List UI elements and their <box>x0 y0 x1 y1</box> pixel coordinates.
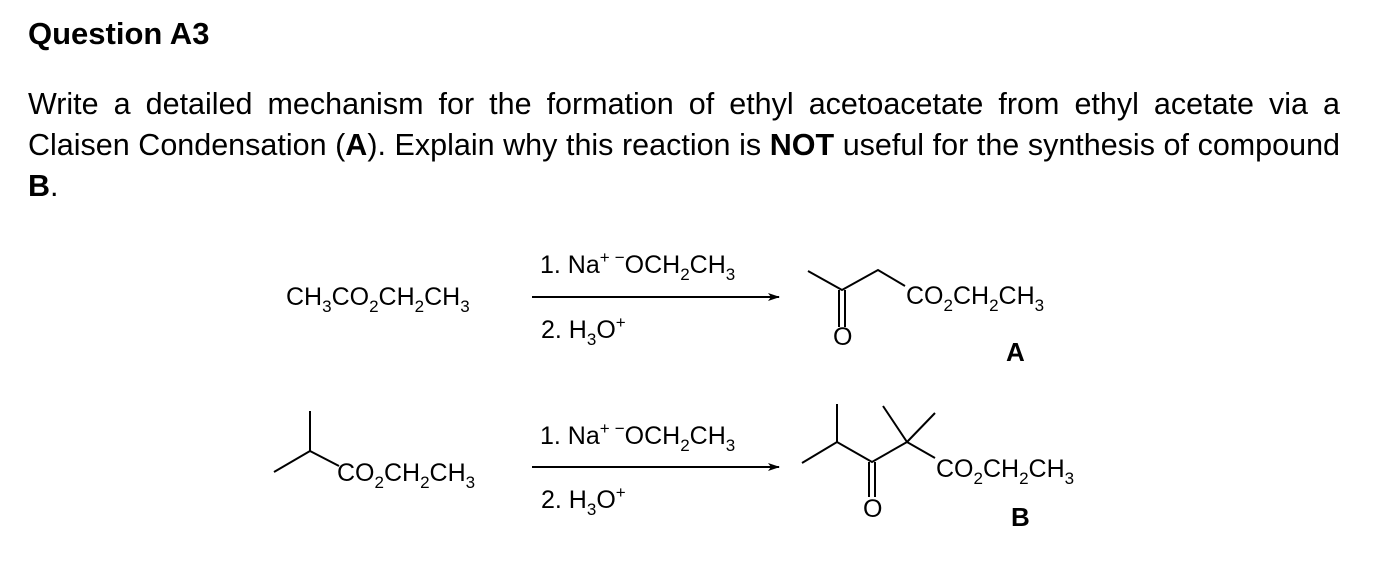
question-text-part-3: useful for the synthesis of compound <box>834 128 1340 162</box>
compound-b-ref: B <box>28 169 51 203</box>
reagent-1-acid: 2. H3O+ <box>541 313 626 349</box>
reaction-1: CH3CO2CH2CH3 1. Na+−OCH2CH3 2. H3O+ O CO… <box>286 248 1044 367</box>
product-b-backbone <box>801 440 936 464</box>
product-b-structure <box>801 404 936 497</box>
product-b-methyl <box>906 412 936 443</box>
reaction-2: CO2CH2CH3 1. Na+−OCH2CH3 2. H3O+ O CO2CH… <box>273 404 1074 532</box>
question-text-part-2: ). Explain why this reaction is <box>367 128 770 162</box>
reagent-1-base: 1. Na+−OCH2CH3 <box>540 248 735 284</box>
question-text-part-1: Write a detailed mechanism for the forma… <box>28 87 1340 162</box>
question-title: Question A3 <box>28 16 210 51</box>
reactant-isobutyrate-backbone <box>273 449 340 473</box>
reagent-2-acid: 2. H3O+ <box>541 483 626 519</box>
product-a-structure <box>807 268 906 327</box>
product-a-label: A <box>1006 337 1025 367</box>
not-emphasis: NOT <box>769 128 835 162</box>
product-a-ester: CO2CH2CH3 <box>906 282 1044 315</box>
reactant-isobutyrate-structure <box>273 411 340 473</box>
product-a-oxygen: O <box>833 323 852 351</box>
product-b-methyl <box>882 405 908 443</box>
question-text: Write a detailed mechanism for the forma… <box>28 84 1340 207</box>
product-b-oxygen: O <box>863 495 882 523</box>
compound-a-ref: A <box>345 128 368 162</box>
reactant-ester-group: CO2CH2CH3 <box>337 459 475 492</box>
product-b-ester: CO2CH2CH3 <box>936 455 1074 488</box>
reactant-ethyl-acetate: CH3CO2CH2CH3 <box>286 283 470 316</box>
reagent-2-base: 1. Na+−OCH2CH3 <box>540 419 735 455</box>
product-b-label: B <box>1011 502 1030 532</box>
question-text-part-4: . <box>50 169 59 203</box>
product-a-backbone <box>807 268 906 292</box>
